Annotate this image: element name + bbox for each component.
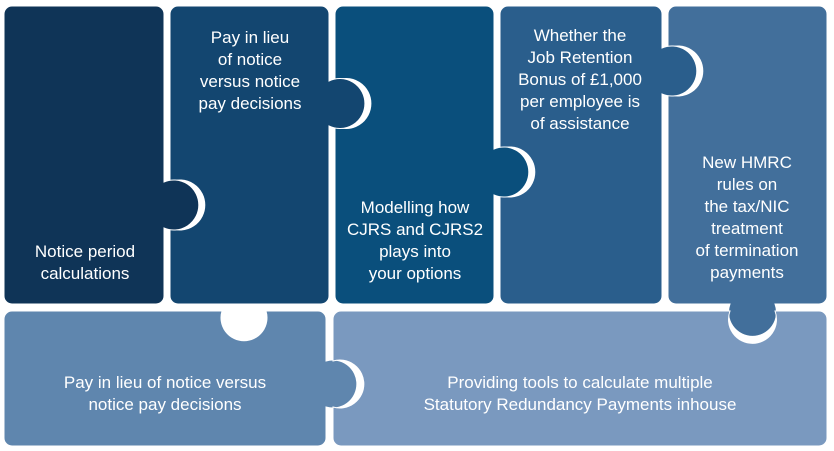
label-line: pay decisions <box>198 94 302 113</box>
piece-label-pilon-bottom: Pay in lieu of notice versus notice pay d… <box>10 372 320 416</box>
label-line: treatment <box>711 219 783 238</box>
label-line: Pay in lieu <box>210 28 290 47</box>
label-line: Pay in lieu of notice versus <box>63 373 267 392</box>
puzzle-piece-redundancy-tools <box>332 310 828 447</box>
label-line: the tax/NIC <box>704 197 790 216</box>
label-line: Notice period <box>34 242 136 261</box>
label-line: rules on <box>716 175 778 194</box>
label-line: CJRS and CJRS2 <box>346 220 484 239</box>
label-line: New HMRC <box>702 153 792 172</box>
label-line: Modelling how <box>360 198 470 217</box>
piece-label-pilon-top: Pay in lieu of notice versus notice pay dec… <box>176 27 324 115</box>
label-line: Statutory Redundancy Payments inhouse <box>423 395 737 414</box>
piece-label-notice-period: Notice period calculations <box>12 241 158 285</box>
label-line: Job Retention <box>527 48 633 67</box>
puzzle-piece-pilon-bottom <box>3 310 358 447</box>
label-line: your options <box>368 264 462 283</box>
label-line: per employee is <box>519 92 640 111</box>
puzzle-piece-pilon-top <box>169 5 366 305</box>
label-line: calculations <box>40 264 130 283</box>
label-line: versus notice <box>199 72 301 91</box>
label-line: of notice <box>217 50 283 69</box>
label-line: Whether the <box>533 26 627 45</box>
puzzle-piece-retention-bonus <box>499 5 698 305</box>
piece-label-hmrc-rules: New HMRC rules on the tax/NIC treatment of t… <box>672 152 822 284</box>
puzzle-piece-hmrc-rules <box>667 5 828 337</box>
label-line: of assistance <box>530 114 630 133</box>
label-line: payments <box>710 263 784 282</box>
label-line: Providing tools to calculate multiple <box>447 373 713 392</box>
label-line: of termination <box>695 241 799 260</box>
puzzle-piece-notice-period <box>3 5 200 305</box>
label-line: notice pay decisions <box>88 395 242 414</box>
label-line: plays into <box>379 242 451 261</box>
puzzle-piece-modelling-cjrs <box>334 5 530 305</box>
label-line: Bonus of £1,000 <box>518 70 642 89</box>
